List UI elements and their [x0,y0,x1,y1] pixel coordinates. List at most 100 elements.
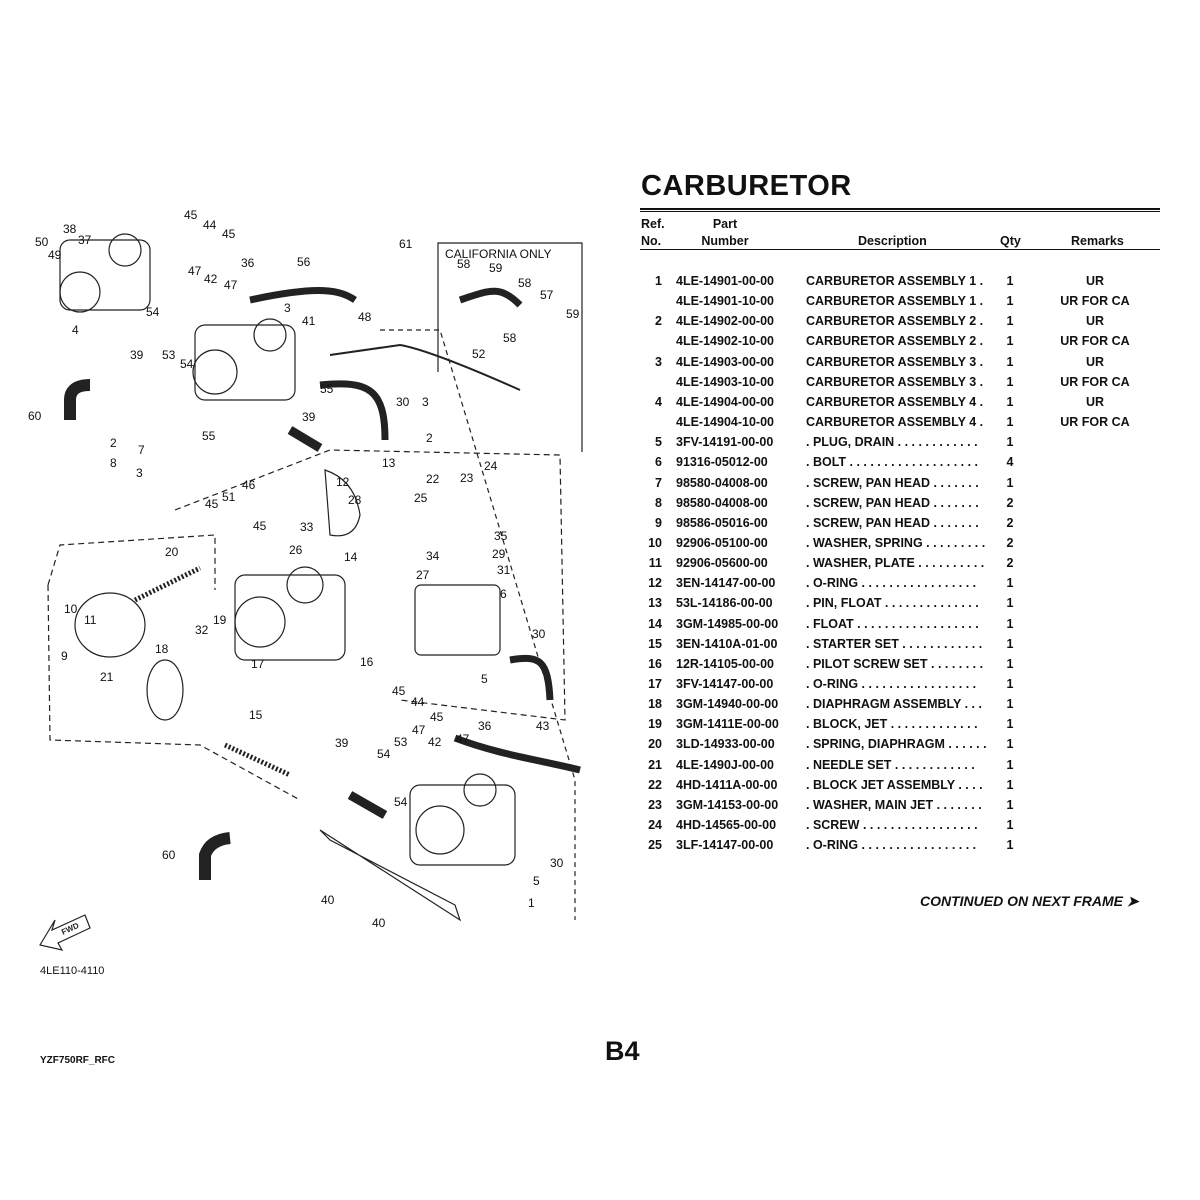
quantity: 4 [1006,455,1014,470]
callout-number: 20 [165,545,179,559]
quantity: 1 [1006,374,1014,389]
callout-number: 44 [203,218,217,232]
callout-number: 61 [399,237,413,251]
callout-number: 36 [478,719,492,733]
callout-number: 55 [320,382,334,396]
dashed-outline-diaphragm [47,534,216,590]
remarks: UR FOR CA [1060,415,1130,430]
quantity: 1 [1006,717,1014,732]
description: . WASHER, PLATE . . . . . . . . . . [806,556,985,571]
description: . NEEDLE SET . . . . . . . . . . . . [806,757,975,772]
part-number: 92906-05600-00 [676,556,768,571]
figure-code: 4LE110-4110 [40,965,105,977]
ref-no: 22 [648,777,662,792]
description: . WASHER, SPRING . . . . . . . . . [806,535,986,550]
ref-no: 3 [655,354,662,369]
callout-number: 2 [110,436,117,450]
part-number: 3GM-14153-00-00 [676,797,779,812]
callout-number: 14 [344,550,358,564]
part-number: 3GM-14985-00-00 [676,616,779,631]
part-number: 3EN-1410A-01-00 [676,636,778,651]
callout-number: 58 [503,331,517,345]
callout-number: 38 [63,222,77,236]
title-rule [640,208,1160,210]
callout-number: 45 [184,208,198,222]
description: . SCREW, PAN HEAD . . . . . . . [806,515,979,530]
quantity: 1 [1006,274,1014,288]
diaphragm-cover [74,592,146,658]
part-number: 4LE-14901-10-00 [676,294,774,309]
part-number: 3LD-14933-00-00 [676,737,775,752]
quantity: 1 [1006,677,1014,691]
callout-number: 7 [138,443,145,457]
description: . O-RING . . . . . . . . . . . . . . . .… [806,677,977,691]
callout-number: 3 [422,395,429,409]
california-box [437,242,583,452]
callout-number: 51 [222,490,236,504]
part-number: 98580-04008-00 [676,495,768,510]
quantity: 1 [1006,394,1014,409]
remarks: UR FOR CA [1060,374,1130,389]
ref-no: 2 [655,314,662,329]
quantity: 1 [1006,636,1014,651]
callout-number: 36 [241,256,255,270]
callout-number: 18 [155,642,169,656]
header-part-line2: Number [701,234,749,248]
description: . PLUG, DRAIN . . . . . . . . . . . . [806,435,978,450]
ref-no: 15 [648,636,662,651]
part-number: 3EN-14147-00-00 [676,576,776,591]
header-rule [640,249,1160,250]
description: . O-RING . . . . . . . . . . . . . . . .… [806,576,977,591]
callout-number: 39 [130,348,144,362]
callout-number: 12 [336,475,350,489]
callout-number: 21 [100,670,114,684]
remarks: UR [1085,394,1105,409]
quantity: 1 [1006,818,1014,833]
ref-no: 10 [648,535,662,550]
callout-number: 42 [204,272,218,286]
quantity: 1 [1006,596,1014,611]
carburetor-2-drawing [192,318,296,401]
header-ref-line2: No. [641,234,662,248]
ref-no: 7 [655,475,662,490]
part-number: 4LE-1490J-00-00 [676,757,774,772]
description: . BLOCK, JET . . . . . . . . . . . . . [806,717,978,732]
quantity: 2 [1006,556,1014,571]
description: CARBURETOR ASSEMBLY 2 . [806,314,984,329]
page-title: CARBURETOR [641,170,852,202]
part-number: 3LF-14147-00-00 [676,838,774,853]
callout-number: 40 [372,916,386,930]
callout-number: 47 [456,732,470,746]
callout-number: 60 [162,848,176,862]
callout-number: 16 [360,655,374,669]
callout-number: 54 [146,305,160,319]
callout-number: 27 [416,568,430,582]
callout-number: 25 [414,491,428,505]
ref-no: 21 [648,757,662,772]
description: . BOLT . . . . . . . . . . . . . . . . .… [806,455,979,470]
callout-number: 3 [284,301,291,315]
carburetor-main-drawing [234,469,501,661]
fwd-arrow-icon: FWD [39,914,91,951]
callout-number: 30 [396,395,410,409]
quantity: 1 [1006,475,1014,490]
callout-number: 47 [412,723,426,737]
callout-number: 47 [188,264,202,278]
ref-no: 8 [655,495,662,510]
callout-number: 54 [394,795,408,809]
callout-number: 58 [518,276,532,290]
part-number: 53L-14186-00-00 [676,596,773,611]
